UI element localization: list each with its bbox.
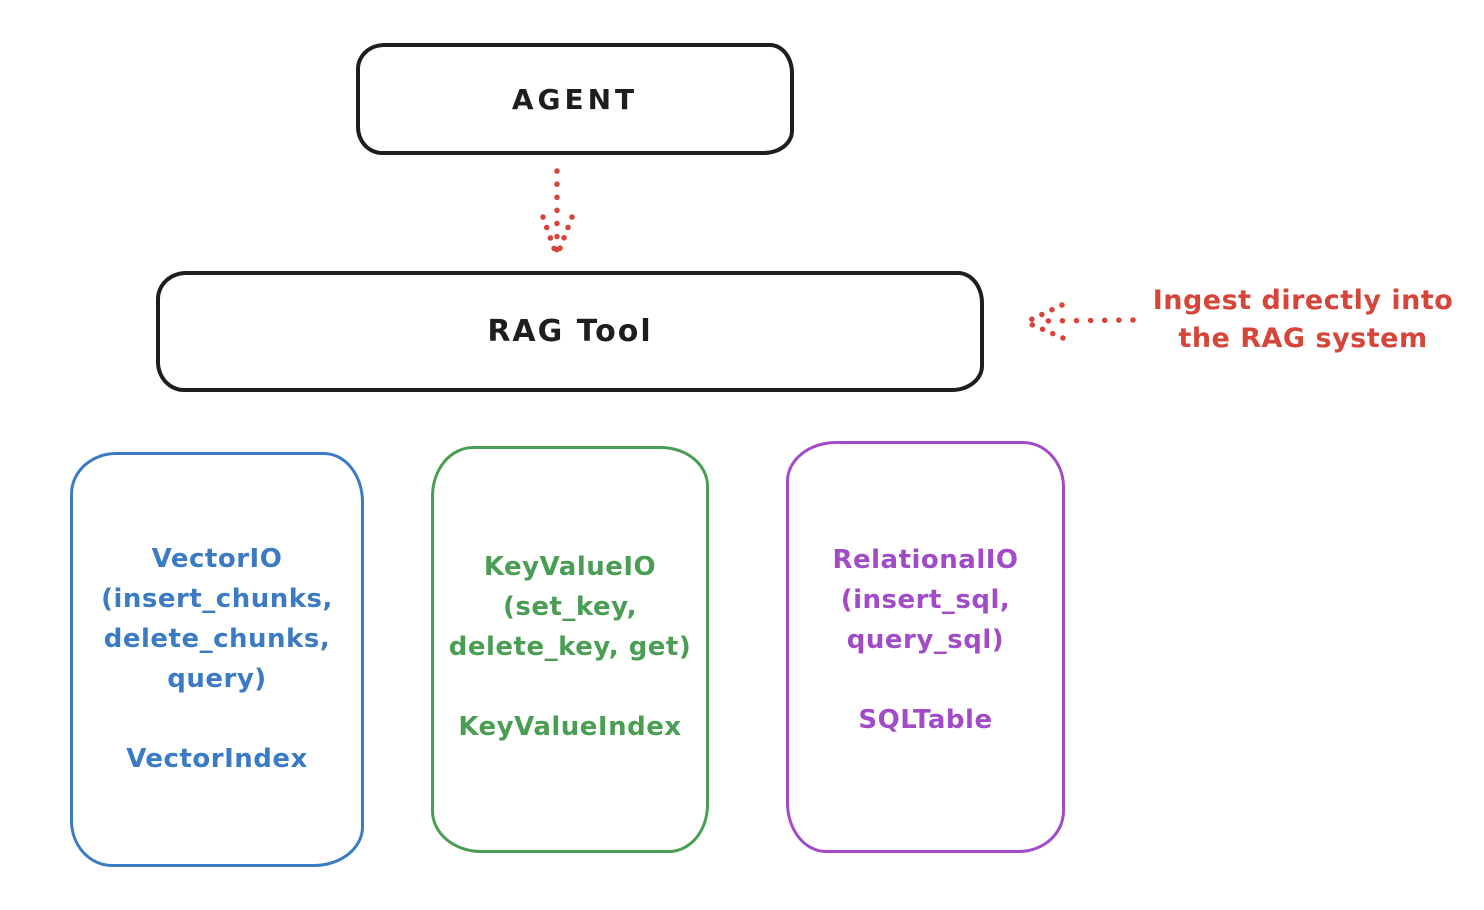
vector-io-node: VectorIO (insert_chunks, delete_chunks, … <box>70 452 364 867</box>
ingest-annotation-line-2: the RAG system <box>1178 323 1428 354</box>
relational-io-api-line: query_sql) <box>846 625 1005 655</box>
keyvalue-index-label: KeyValueIndex <box>458 712 682 742</box>
annotation-to-rag-arrow <box>1025 302 1136 341</box>
vector-io-api-line: delete_chunks, <box>103 624 331 654</box>
vector-io-api-line: VectorIO <box>151 544 283 574</box>
keyvalue-io-api-line: KeyValueIO <box>483 552 657 582</box>
keyvalue-io-api-line: (set_key, <box>503 592 637 622</box>
ingest-annotation-line-1: Ingest directly into <box>1152 285 1454 316</box>
agent-label: AGENT <box>511 82 639 116</box>
relational-io-api-line: (insert_sql, <box>840 585 1011 615</box>
rag-tool-label: RAG Tool <box>487 314 653 349</box>
ingest-annotation: Ingest directly into the RAG system <box>1138 282 1468 358</box>
rag-tool-node: RAG Tool <box>156 271 984 392</box>
agent-to-rag-arrow <box>540 168 575 255</box>
vector-io-api-line: query) <box>167 664 267 694</box>
vector-index-label: VectorIndex <box>126 744 308 774</box>
keyvalue-io-node: KeyValueIO (set_key, delete_key, get) Ke… <box>431 446 709 853</box>
keyvalue-io-api-line: delete_key, get) <box>448 632 692 662</box>
sql-table-label: SQLTable <box>858 705 993 735</box>
relational-io-api-line: RelationalIO <box>832 545 1019 575</box>
relational-io-node: RelationalIO (insert_sql, query_sql) SQL… <box>786 441 1065 853</box>
agent-node: AGENT <box>356 43 794 155</box>
vector-io-api-line: (insert_chunks, <box>101 584 333 614</box>
